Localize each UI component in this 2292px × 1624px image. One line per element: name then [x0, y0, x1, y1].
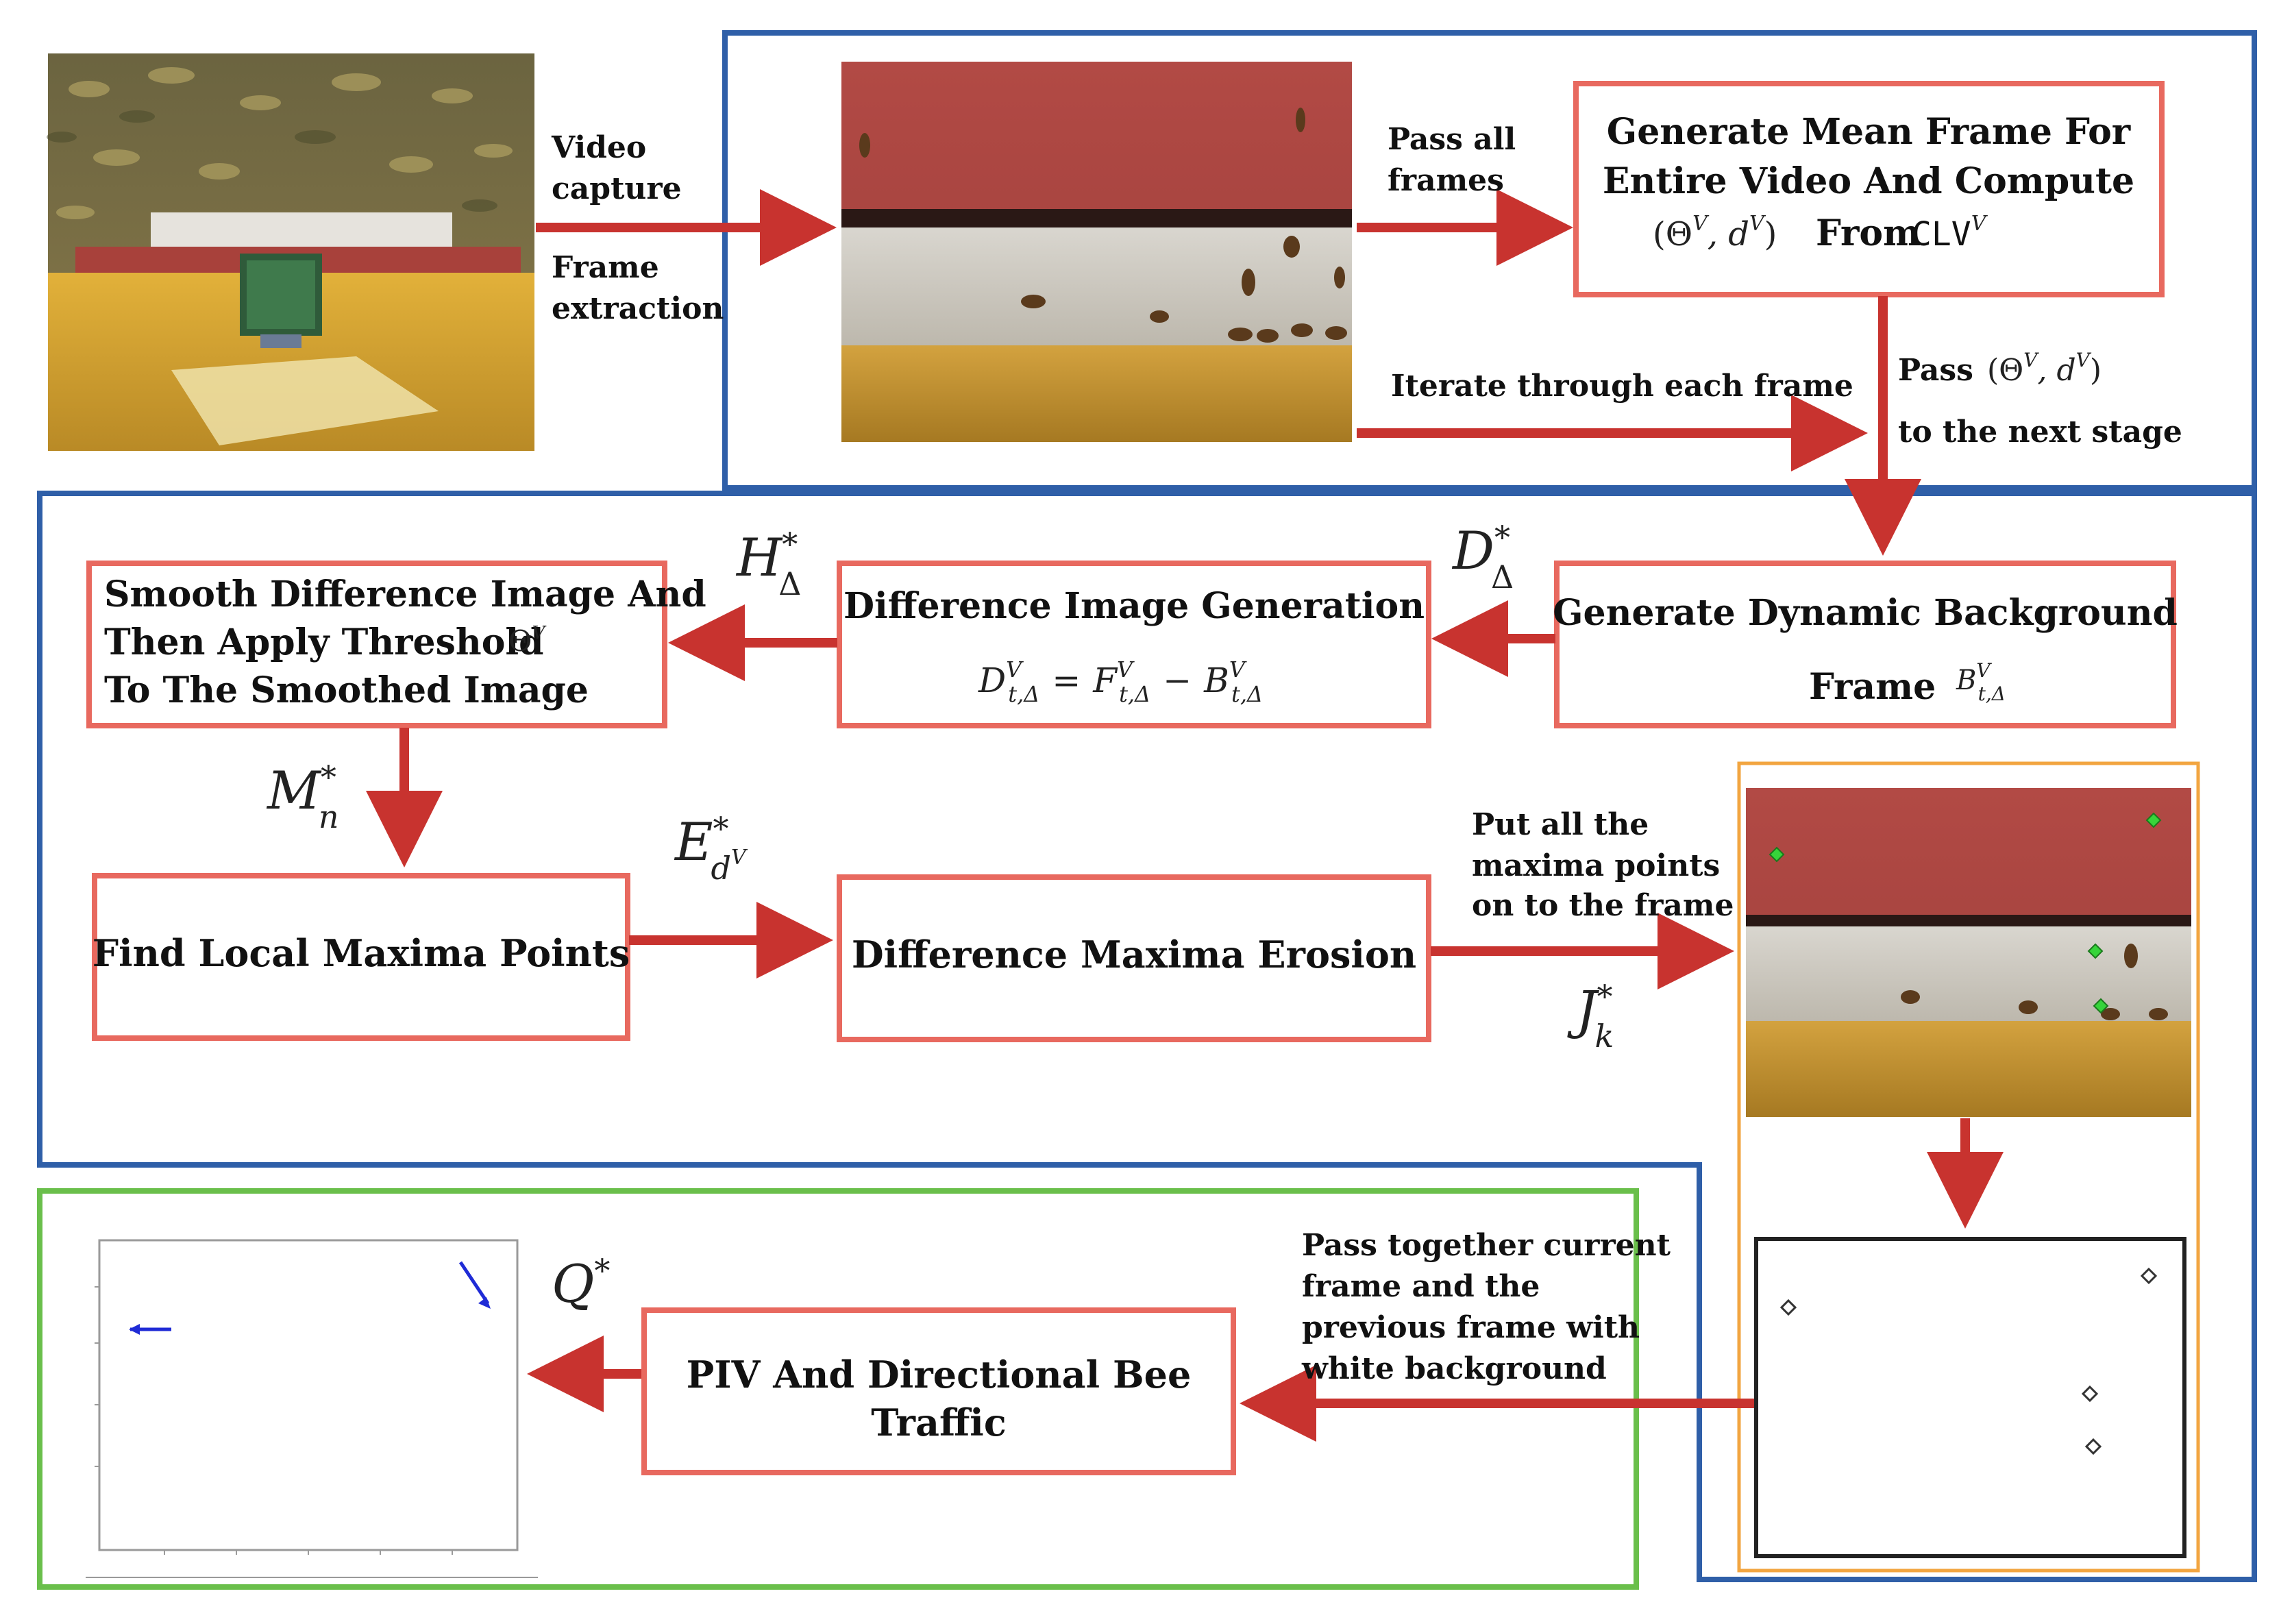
h-star-label: H*Δ	[735, 526, 802, 602]
smooth-line1: Smooth Difference Image And	[104, 574, 706, 615]
white-background-points-frame	[1754, 1237, 2186, 1558]
m-star-label: M*n	[266, 759, 338, 835]
smooth-line2: Then Apply Threshold	[104, 622, 544, 663]
e-star-label: E*dV	[674, 810, 748, 887]
difference-image-box	[837, 561, 1431, 728]
dynamic-bg-line1: Generate Dynamic Background	[1553, 592, 2178, 634]
mean-frame-line2: Entire Video And Compute	[1603, 160, 2134, 202]
piv-line1: PIV And Directional Bee	[687, 1353, 1192, 1397]
d-star-label: D*Δ	[1451, 519, 1514, 595]
smooth-theta: ΘV	[508, 623, 546, 658]
camera-setup-photo	[47, 53, 534, 451]
pass-together-3: previous frame with	[1302, 1310, 1640, 1345]
mean-frame-line1: Generate Mean Frame For	[1607, 111, 2131, 153]
erosion-label: Difference Maxima Erosion	[852, 933, 1416, 976]
maxima-overlay-frame	[1746, 788, 2191, 1117]
piv-line2: Traffic	[871, 1401, 1006, 1444]
vector-arrow-diagonal	[458, 1261, 490, 1305]
pass-together-4: white background	[1301, 1351, 1607, 1386]
iterate-label: Iterate through each frame	[1391, 369, 1853, 404]
maxima-erosion-box	[837, 874, 1431, 1042]
pass-all-frames-1: Pass all	[1388, 122, 1516, 157]
local-maxima-label: Find Local Maxima Points	[93, 931, 630, 975]
frame-extraction-label-1: Frame	[552, 250, 659, 285]
video-capture-label-1: Video	[551, 130, 646, 165]
pass-next-pass: Pass	[1898, 353, 1973, 388]
j-star-label: J*k	[1567, 978, 1614, 1055]
mean-frame-math: (ΘV, dV)	[1653, 212, 1777, 254]
maxima-point	[1769, 812, 2162, 1014]
dynamic-background-box	[1554, 561, 2176, 728]
mean-frame-box	[1573, 81, 2165, 297]
pass-together-2: frame and the	[1302, 1269, 1540, 1304]
dynamic-bg-line2: Frame	[1809, 666, 1936, 708]
q-star-label: Q*	[552, 1252, 610, 1314]
local-maxima-box	[92, 873, 630, 1041]
frame-extraction-label-2: extraction	[552, 291, 724, 326]
pass-together-1: Pass together current	[1302, 1228, 1671, 1263]
put-maxima-1: Put all the	[1472, 807, 1649, 842]
put-maxima-2: maxima points	[1472, 848, 1720, 883]
stage1-frame	[722, 30, 2257, 491]
mean-frame-from: From	[1816, 212, 1921, 254]
stage3-frame	[37, 1188, 1639, 1590]
pass-all-frames-2: frames	[1388, 163, 1504, 198]
piv-box	[641, 1307, 1236, 1475]
maxima-column-frame	[1737, 761, 2200, 1573]
stage2-frame	[37, 491, 2257, 1582]
piv-vector-plot	[86, 1239, 538, 1578]
diff-gen-line1: Difference Image Generation	[843, 585, 1425, 627]
smooth-threshold-box	[86, 561, 667, 728]
video-capture-label-2: capture	[552, 171, 682, 206]
smooth-line3: To The Smoothed Image	[104, 669, 589, 711]
pass-next-line2: to the next stage	[1898, 415, 2182, 450]
mean-frame-clv: CLVV	[1912, 212, 1988, 254]
hive-entrance-frame-photo	[841, 62, 1352, 442]
pass-next-math: (ΘV, dV)	[1987, 349, 2102, 388]
put-maxima-3: on to the frame	[1472, 888, 1734, 923]
